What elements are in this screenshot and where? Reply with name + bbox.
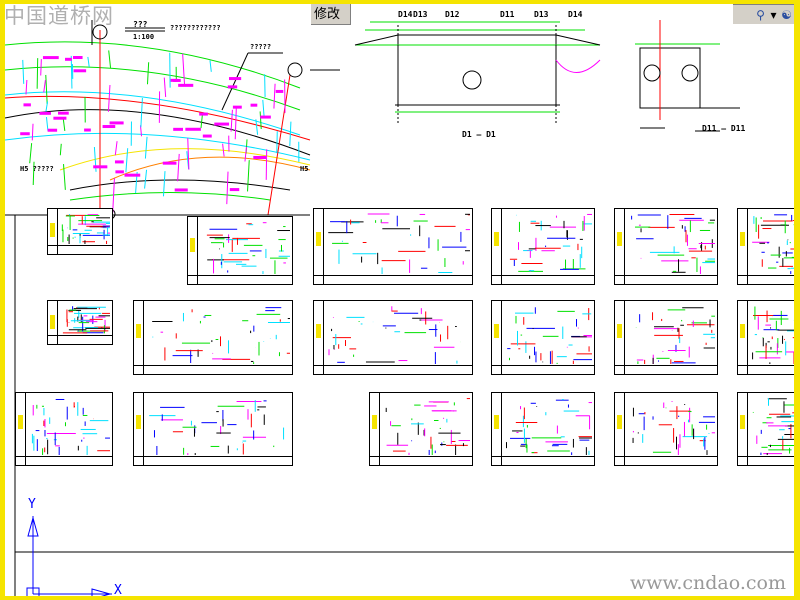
axis-tick: D14 (568, 10, 583, 19)
drawing-sheet[interactable] (369, 392, 473, 466)
modify-button[interactable]: 修改 (311, 4, 351, 25)
drawing-sheet[interactable] (491, 208, 595, 285)
sheet-margin (134, 301, 144, 374)
sheet-content (631, 214, 715, 274)
sheet-margin (48, 209, 58, 254)
plan-view (4, 20, 311, 220)
drawing-sheet[interactable] (15, 392, 113, 466)
sheet-margin (16, 393, 26, 465)
plan-note: ???????????? (170, 24, 221, 32)
watermark-logo: 中国道桥网 (4, 4, 114, 28)
drawing-sheet[interactable] (614, 300, 718, 375)
sheet-title-block (738, 456, 800, 465)
axis-tick: D13 (413, 10, 428, 19)
sheet-title-block (314, 275, 472, 284)
sheet-title-block (48, 245, 112, 254)
ucs-x-label: X (114, 583, 122, 598)
sheet-margin (314, 301, 324, 374)
sheet-margin (738, 209, 748, 284)
axis-tick: D13 (534, 10, 549, 19)
watermark-url: www.cndao.com (629, 572, 786, 594)
sheet-title-block (492, 275, 594, 284)
section-title: D1 — D1 (462, 130, 496, 139)
sheet-title-block (615, 275, 717, 284)
sheet-title-block (48, 335, 112, 344)
sheet-margin (492, 393, 502, 465)
plan-scale: 1:100 (133, 33, 155, 41)
sheet-margin (188, 217, 198, 284)
right-marker: H5 (300, 165, 309, 173)
sheet-title-block (738, 275, 800, 284)
drawing-sheet[interactable] (614, 392, 718, 466)
drawing-sheet[interactable] (737, 392, 800, 466)
sheet-title-block (314, 365, 472, 374)
drawing-sheet[interactable] (491, 392, 595, 466)
plan-grid-lines (20, 50, 300, 214)
drawing-sheet[interactable] (133, 392, 293, 466)
sheet-title-block (615, 456, 717, 465)
sheet-margin (615, 209, 625, 284)
sheet-title-block (16, 456, 112, 465)
left-marker: H5 ????? (20, 165, 54, 173)
sheet-margin (48, 301, 58, 344)
drawing-sheet[interactable] (491, 300, 595, 375)
drawing-sheet[interactable] (737, 300, 800, 375)
sheet-content (61, 214, 110, 244)
sheet-title-block (134, 365, 292, 374)
zoom-dropdown[interactable]: ▾ (770, 7, 777, 22)
zoom-toolbar: ⚲ ▾ ☯ (733, 4, 794, 24)
sheet-content (149, 400, 285, 455)
sheet-title-block (370, 456, 472, 465)
sheet-margin (134, 393, 144, 465)
sheet-margin (738, 393, 748, 465)
drawing-sheet[interactable] (47, 208, 113, 255)
leader-note: ????? (250, 43, 272, 51)
drawing-sheet[interactable] (133, 300, 293, 375)
sheet-margin (314, 209, 324, 284)
cross-section-drawing (354, 21, 601, 125)
drawing-sheet[interactable] (313, 300, 473, 375)
sheet-content (152, 307, 290, 364)
sheet-title-block (492, 365, 594, 374)
sheet-title-block (738, 365, 800, 374)
sheet-content (31, 398, 110, 455)
drawing-sheet[interactable] (737, 208, 800, 285)
sheet-title-block (492, 456, 594, 465)
sheet-title-block (615, 365, 717, 374)
sheet-content (635, 307, 715, 364)
sheet-margin (492, 209, 502, 284)
sheet-title-block (134, 456, 292, 465)
sheet-title-block (188, 275, 292, 284)
right-section-drawing (635, 20, 740, 132)
plan-title: ??? (133, 20, 148, 29)
sheet-margin (738, 301, 748, 374)
drawing-sheet[interactable] (313, 208, 473, 285)
sheet-margin (615, 301, 625, 374)
axis-tick: D12 (445, 10, 460, 19)
axis-tick: D14 (398, 10, 413, 19)
magnifier-icon[interactable]: ⚲ (756, 7, 765, 22)
sheet-content (506, 399, 592, 455)
sheet-margin (492, 301, 502, 374)
sheet-content (632, 400, 715, 455)
pan-icon[interactable]: ☯ (781, 7, 792, 22)
drawing-sheet[interactable] (47, 300, 113, 345)
sheet-content (507, 307, 592, 364)
axis-tick: D11 (500, 10, 515, 19)
ucs-y-label: Y (28, 497, 36, 512)
sheet-content (328, 213, 470, 274)
ucs-icon (26, 516, 112, 600)
sheet-margin (370, 393, 380, 465)
sheet-content (509, 213, 592, 272)
sheet-content (385, 398, 470, 455)
sheet-content (328, 306, 461, 364)
drawing-sheet[interactable] (614, 208, 718, 285)
sheet-content (206, 222, 290, 274)
sheet-margin (615, 393, 625, 465)
sheet-content (752, 214, 800, 274)
drawing-sheet[interactable] (187, 216, 293, 285)
right-section-title: D11 — D11 (702, 124, 746, 133)
sheet-content (62, 306, 110, 334)
